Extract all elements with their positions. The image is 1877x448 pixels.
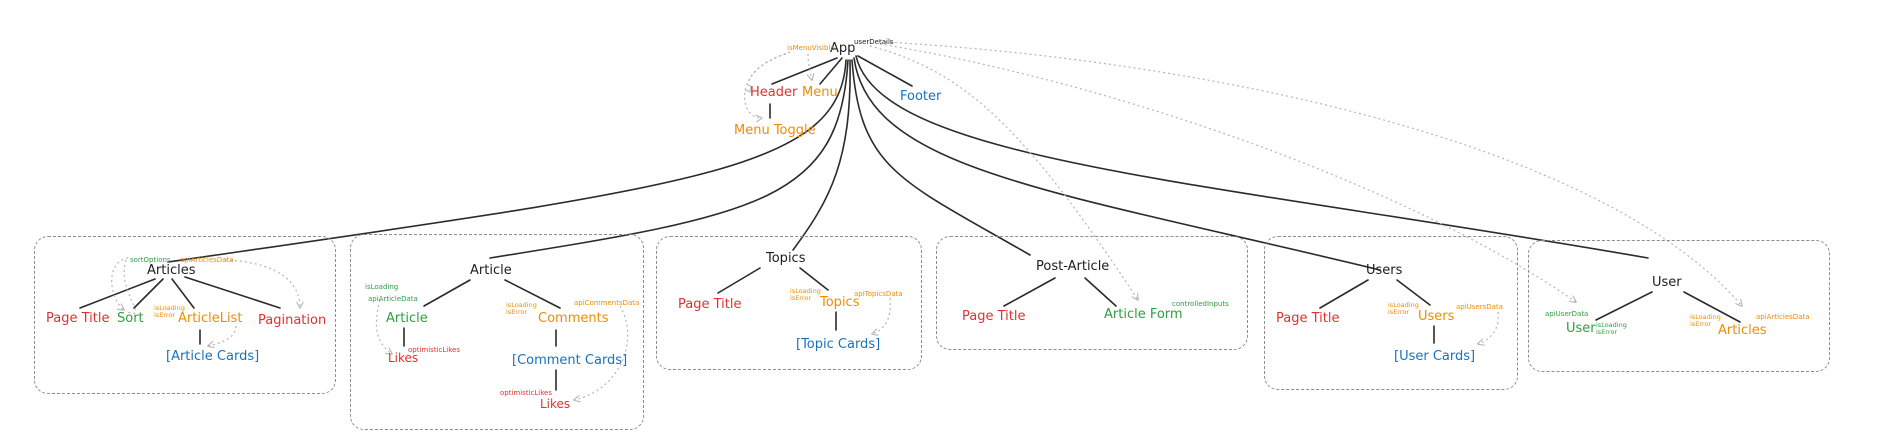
node-post-article: Post-Article bbox=[1036, 259, 1110, 274]
node-topics-page-title: Page Title bbox=[678, 297, 742, 312]
tree-edges bbox=[79, 55, 1741, 391]
prop-optimistic-likes: optimisticLikes bbox=[408, 346, 460, 354]
edge-users-pagetitle bbox=[1319, 279, 1369, 309]
edge-topics-pagetitle bbox=[717, 267, 761, 294]
article-section-frame bbox=[350, 234, 644, 430]
edge-app-users bbox=[853, 57, 1381, 271]
prop-api-articles-data: apiArticlesData bbox=[180, 256, 234, 264]
prop-optimistic-likes-2: optimisticLikes bbox=[500, 389, 552, 397]
edge-app-header bbox=[771, 57, 838, 85]
prop-user-loading: isLoading isError bbox=[1596, 321, 1627, 337]
edge-articles-pagetitle bbox=[79, 278, 156, 309]
edge-app-footer bbox=[857, 55, 913, 87]
node-user-articles: Articles bbox=[1718, 323, 1767, 338]
flow-ismenuvisible-menu bbox=[808, 53, 812, 80]
edge-app-articles bbox=[167, 59, 847, 263]
node-article: Article bbox=[470, 263, 512, 278]
node-user: User bbox=[1652, 275, 1682, 290]
flow-userdetails-userarticles bbox=[884, 41, 1742, 306]
edge-postarticle-pagetitle bbox=[1003, 277, 1056, 307]
prop-api-article-data: apiArticleData bbox=[368, 295, 418, 303]
flow-sortoptions-articlelist bbox=[123, 259, 137, 314]
edge-article-article bbox=[423, 279, 471, 307]
prop-api-comments-data: apiCommentsData bbox=[574, 299, 640, 307]
dataflow-edges bbox=[111, 41, 1742, 400]
node-header: Header bbox=[750, 85, 798, 100]
prop-controlled-inputs: controlledInputs bbox=[1172, 300, 1229, 308]
node-menu-toggle: Menu Toggle bbox=[734, 123, 816, 138]
edge-articles-articlelist bbox=[171, 278, 195, 309]
node-comments: Comments bbox=[538, 311, 609, 326]
edge-app-menu bbox=[819, 57, 843, 85]
node-user-child: User bbox=[1566, 321, 1596, 336]
prop-api-user-data: apiUserData bbox=[1545, 310, 1589, 318]
node-article-cards: [Article Cards] bbox=[166, 349, 260, 364]
flow-userdetails-users bbox=[879, 43, 1576, 302]
prop-sort-options: sortOptions bbox=[130, 256, 171, 264]
flow-userdetails-articleform bbox=[869, 45, 1138, 300]
prop-comments-loading: isLoading isError bbox=[506, 301, 537, 317]
node-topic-cards: [Topic Cards] bbox=[796, 337, 881, 352]
flow-article-likes bbox=[375, 299, 392, 354]
node-article-likes: Likes bbox=[388, 351, 419, 365]
node-users-page-title: Page Title bbox=[1276, 311, 1340, 326]
node-sort: Sort bbox=[117, 311, 144, 326]
node-post-article-page-title: Page Title bbox=[962, 309, 1026, 324]
node-users-child: Users bbox=[1418, 309, 1455, 324]
prop-article-is-loading: isLoading bbox=[365, 283, 399, 291]
node-articles-page-title: Page Title bbox=[46, 311, 110, 326]
prop-articlelist-loading: isLoading isError bbox=[154, 304, 185, 320]
prop-topics-loading: isLoading isError bbox=[790, 287, 821, 303]
edge-users-users bbox=[1396, 279, 1431, 306]
prop-api-topics-data: apiTopicsData bbox=[854, 290, 903, 298]
node-topics-child: Topics bbox=[820, 295, 860, 310]
node-article-child: Article bbox=[386, 311, 428, 326]
node-user-cards: [User Cards] bbox=[1394, 349, 1476, 364]
node-articles: Articles bbox=[147, 263, 196, 278]
prop-users-loading: isLoading isError bbox=[1388, 301, 1419, 317]
node-comment-likes: Likes bbox=[540, 397, 571, 411]
node-article-form: Article Form bbox=[1104, 307, 1183, 322]
flow-comments-likes bbox=[574, 305, 629, 400]
edge-app-article bbox=[489, 59, 849, 259]
edge-app-postarticle bbox=[851, 59, 1031, 256]
node-topics: Topics bbox=[766, 251, 806, 266]
edge-postarticle-form bbox=[1084, 277, 1117, 307]
node-footer: Footer bbox=[900, 89, 942, 104]
prop-is-menu-visible: isMenuVisible bbox=[787, 44, 835, 52]
post-article-section-frame bbox=[936, 236, 1248, 350]
prop-user-details: userDetails bbox=[854, 38, 894, 46]
prop-user-api-articles-data: apiArticlesData bbox=[1756, 313, 1810, 321]
users-section-frame bbox=[1264, 236, 1518, 390]
user-section-frame bbox=[1528, 240, 1830, 372]
node-menu: Menu bbox=[802, 85, 838, 100]
edge-topics-topics bbox=[799, 267, 829, 291]
prop-api-users-data: apiUsersData bbox=[1456, 303, 1503, 311]
edge-user-user bbox=[1595, 291, 1653, 321]
flow-apiarticles-pagination bbox=[224, 259, 300, 308]
topics-section-frame bbox=[656, 236, 922, 370]
edge-app-user bbox=[855, 55, 1649, 259]
edge-articles-pagination bbox=[184, 276, 281, 309]
node-app: App bbox=[830, 41, 856, 56]
node-users: Users bbox=[1366, 263, 1403, 278]
flow-topics-cards bbox=[872, 297, 891, 334]
edge-app-topics bbox=[792, 59, 851, 251]
articles-section-frame bbox=[34, 236, 336, 394]
edge-article-comments bbox=[504, 279, 561, 309]
node-pagination: Pagination bbox=[258, 313, 327, 328]
edge-user-articles bbox=[1683, 291, 1741, 323]
edge-articles-sort bbox=[133, 278, 164, 309]
node-comment-cards: [Comment Cards] bbox=[512, 353, 628, 368]
node-article-list: ArticleList bbox=[178, 311, 243, 326]
flow-sortoptions-sort bbox=[111, 257, 129, 310]
prop-user-articles-loading: isLoading isError bbox=[1690, 313, 1721, 329]
